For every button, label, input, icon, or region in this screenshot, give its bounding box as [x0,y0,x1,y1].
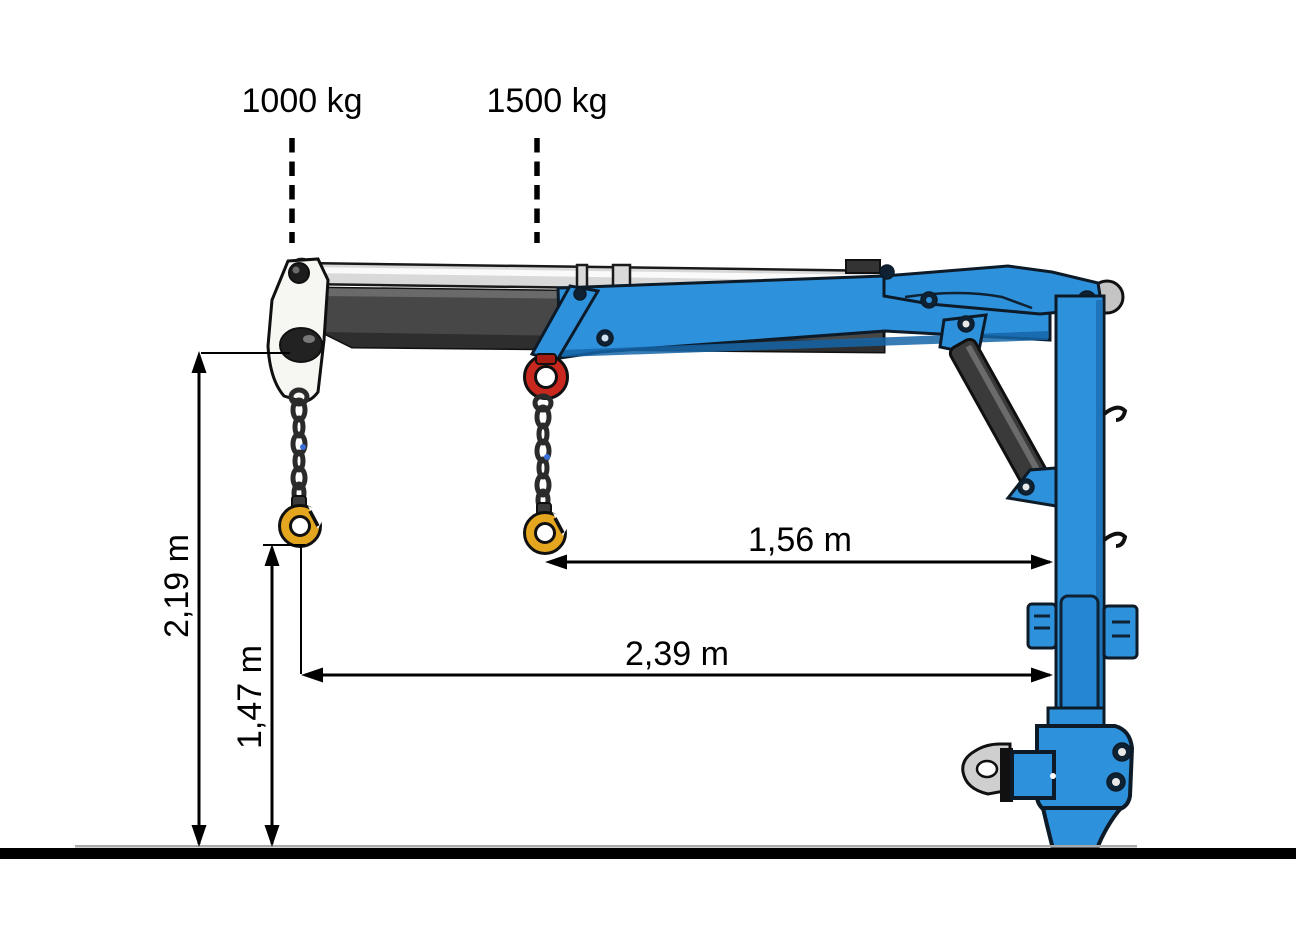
column-side-hook-upper [1102,405,1128,422]
dim-label-reach-outer: 2,39 m [625,635,729,673]
dim-line-reach-inner [545,554,1053,570]
hydraulic-cylinder [938,313,1058,508]
center-chain-and-hook [523,353,571,555]
crane-illustration [266,257,1139,851]
dim-line-reach-outer [301,667,1053,683]
crane-column [1054,294,1128,724]
ground-line [0,845,1296,859]
load-label-outer: 1000 kg [241,82,363,120]
dim-label-hook-height: 1,47 m [231,645,269,749]
dim-label-overall-height: 2,19 m [158,534,196,638]
load-label-inner: 1500 kg [486,82,608,120]
dim-line-hook-height [263,544,305,847]
boom-head-sheave [279,327,323,363]
base-foot [1040,806,1126,851]
dim-label-reach-inner: 1,56 m [748,521,852,559]
left-chain-and-hook [278,387,326,548]
stabilizer-brackets [1026,602,1139,660]
dimension-annotations [191,138,1053,847]
hitch-receiver-block [1010,750,1056,800]
crane-base [961,706,1135,851]
boom-head [266,257,330,403]
column-side-hook-lower [1102,531,1128,548]
dim-line-overall-height [191,351,290,847]
hitch-frame-bar [1000,748,1013,802]
